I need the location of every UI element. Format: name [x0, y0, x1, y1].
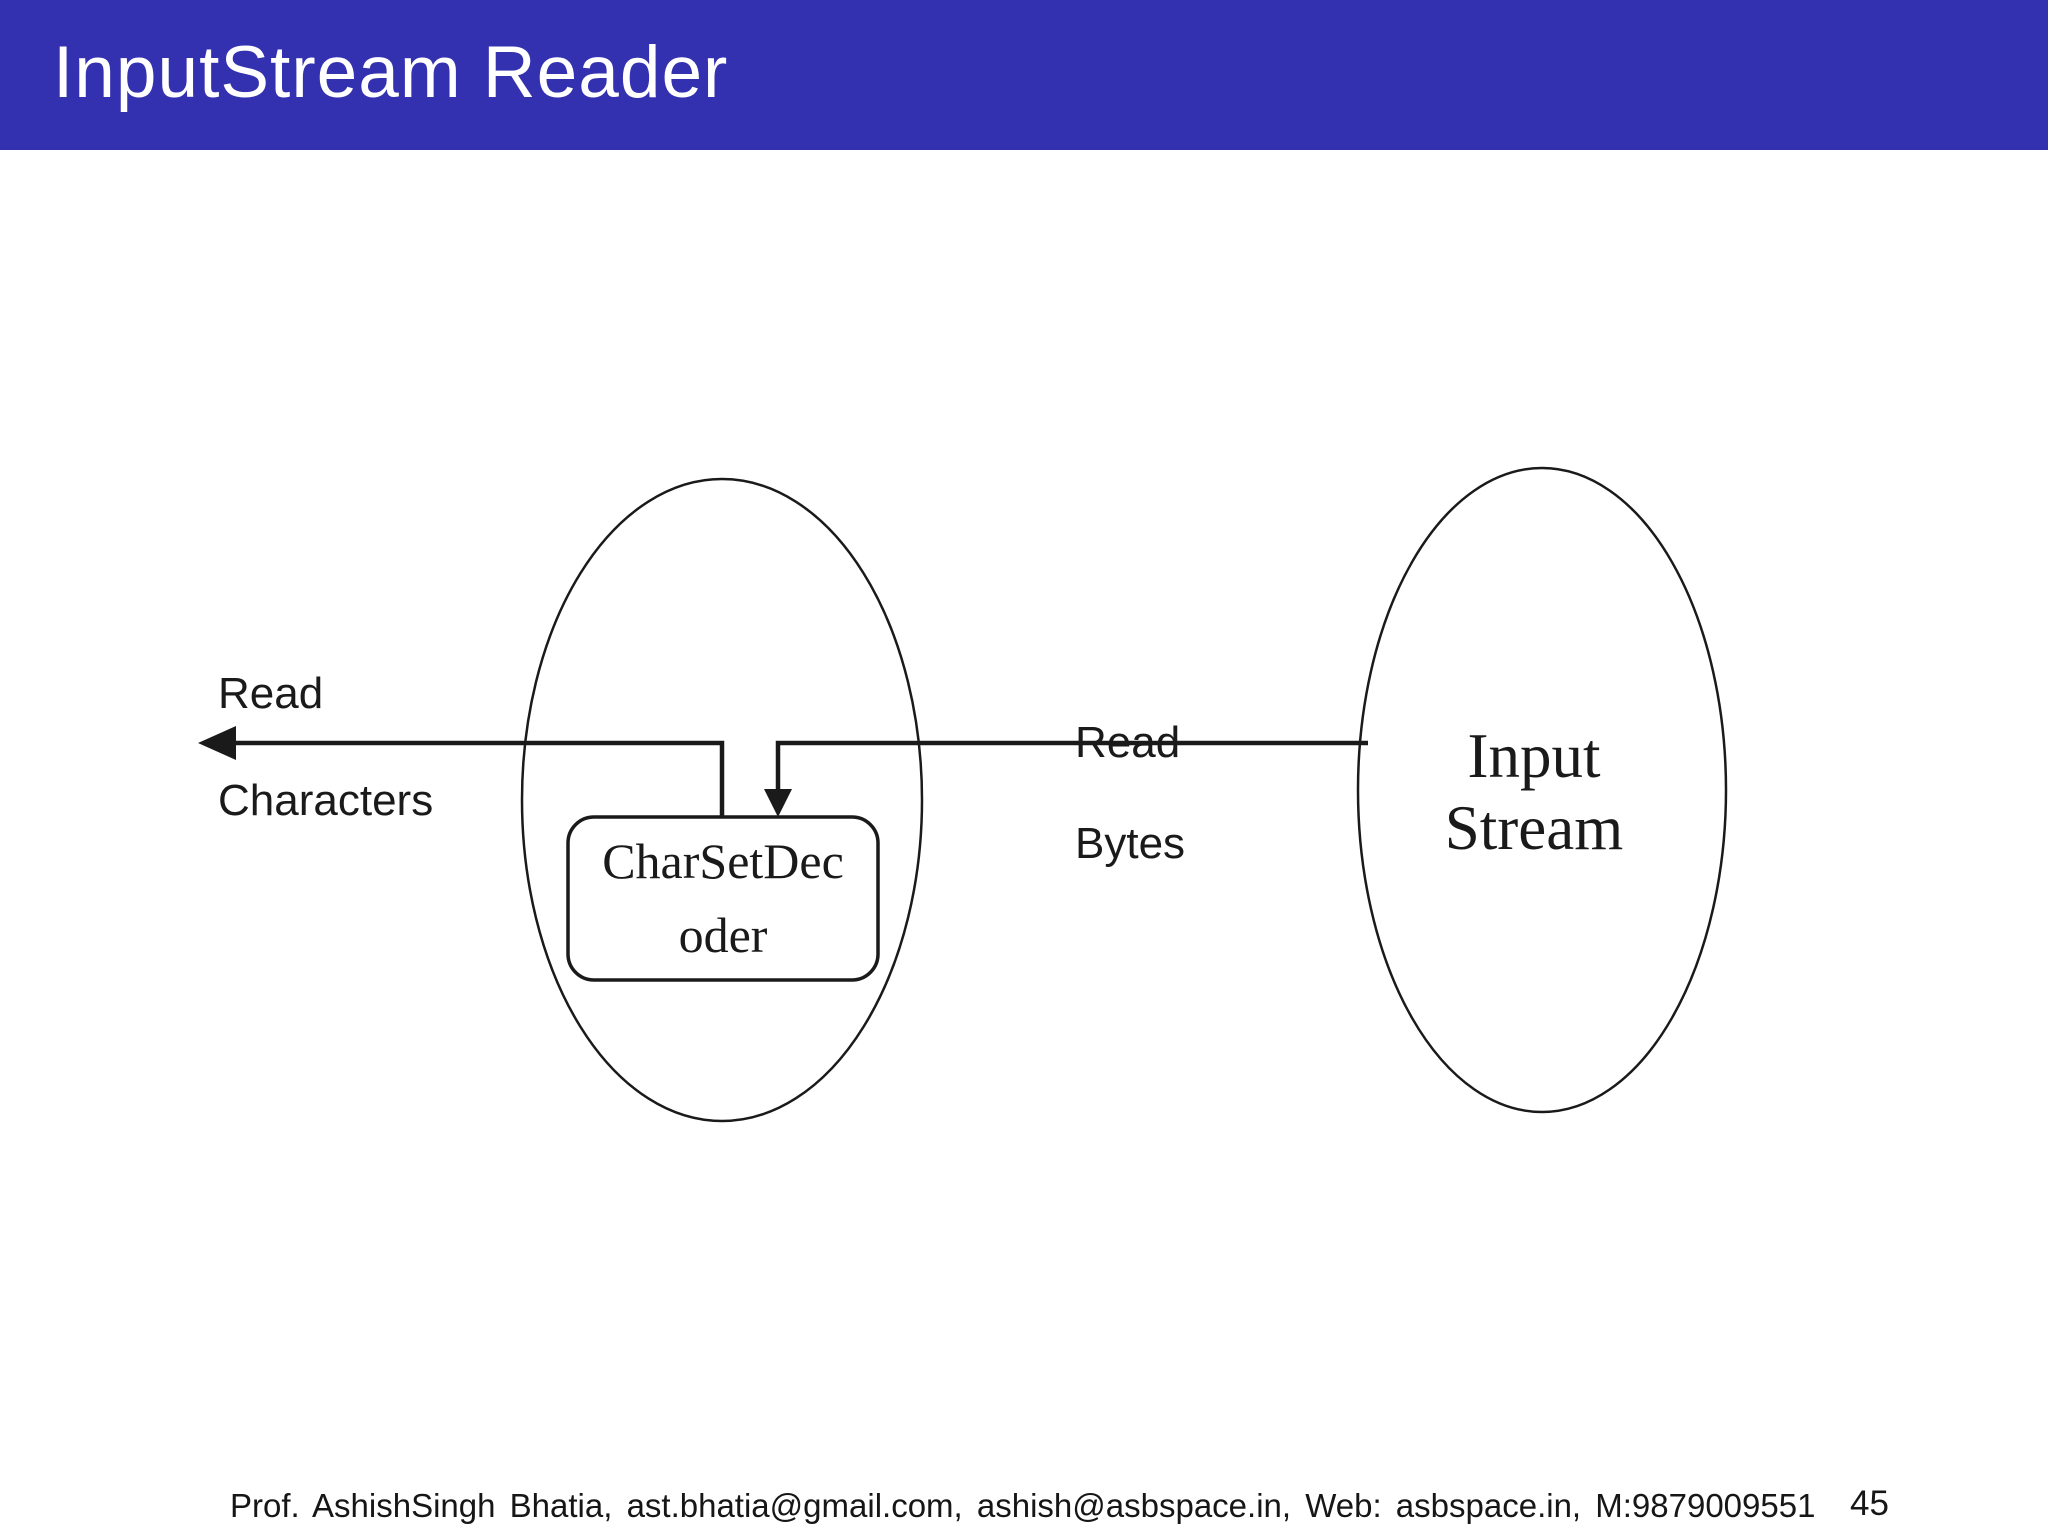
read-bytes-arrowhead [764, 789, 792, 817]
read-bytes-arrow [775, 740, 1368, 792]
footer-text: Prof. AshishSingh Bhatia, ast.bhatia@gma… [230, 1487, 1816, 1524]
read-characters-label-line2: Characters [218, 776, 433, 825]
decoder-box-label-line2: oder [679, 907, 768, 963]
page-number: 45 [1850, 1484, 1889, 1523]
decoder-box-label-line1: CharSetDec [602, 833, 844, 889]
read-characters-label-line1: Read [218, 669, 323, 718]
read-characters-arrow [232, 740, 725, 816]
read-bytes-label-line2: Bytes [1075, 819, 1185, 868]
read-characters-arrowhead [198, 726, 236, 760]
decoder-box [566, 815, 880, 982]
input-stream-label-line2: Stream [1445, 793, 1623, 863]
page-title: InputStream Reader [53, 31, 729, 113]
input-stream-ellipse [1356, 466, 1728, 1114]
input-stream-label-line1: Input [1468, 721, 1601, 791]
title-bar: InputStream Reader [0, 0, 2048, 150]
